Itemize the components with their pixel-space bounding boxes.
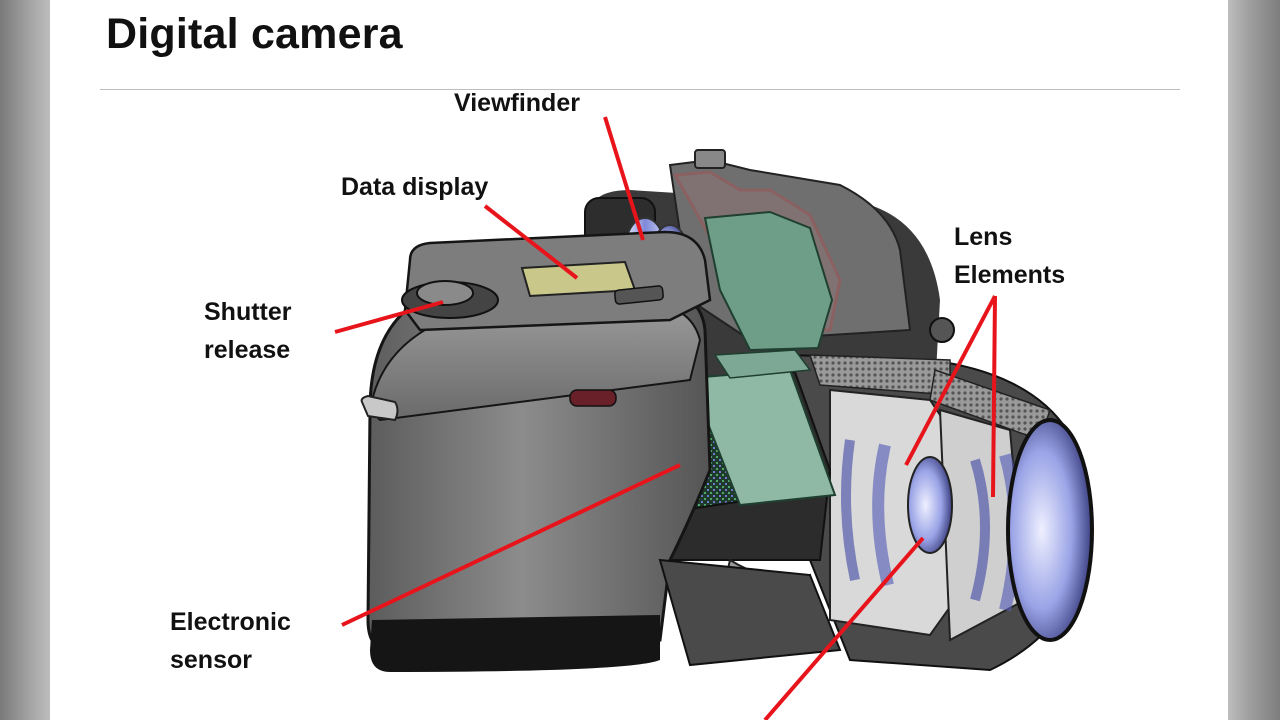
slide: Digital camera <box>50 0 1228 720</box>
label-shutter-release-line1: Shutter <box>204 298 292 326</box>
camera-base <box>370 615 660 672</box>
label-shutter-release: Shutter release <box>204 293 292 369</box>
label-data-display: Data display <box>341 168 488 206</box>
self-timer-lamp <box>569 389 617 407</box>
label-shutter-release-line2: release <box>204 336 291 364</box>
pentaprism <box>703 210 834 352</box>
hot-shoe <box>694 149 726 169</box>
window-frame-right <box>1228 0 1280 720</box>
leader-line-data-display <box>483 204 579 280</box>
lens-element-3 <box>907 456 953 554</box>
leader-line-shutter-release <box>334 300 444 334</box>
window-frame-left <box>0 0 50 720</box>
shutter-button <box>416 280 474 306</box>
label-viewfinder-text: Viewfinder <box>454 89 580 117</box>
label-lens-elements: Lens Elements <box>954 218 1065 294</box>
camera-cutaway-illustration <box>334 116 1094 720</box>
label-lens-elements-line1: Lens <box>954 223 1013 251</box>
lens-element-1 <box>841 439 860 582</box>
title-divider <box>100 89 1180 90</box>
front-lens-element <box>1006 418 1094 642</box>
slide-title: Digital camera <box>106 10 403 58</box>
label-lens-elements-line2: Elements <box>954 261 1066 289</box>
lens-release-button <box>929 317 955 343</box>
lens-element-4 <box>970 458 990 602</box>
lens-element-2 <box>872 443 894 587</box>
leader-line-lens-elements-2 <box>991 295 997 498</box>
label-electronic-sensor-line1: Electronic <box>170 608 291 636</box>
leader-line-viewfinder <box>603 116 645 241</box>
label-electronic-sensor: Electronic sensor <box>170 603 291 679</box>
strap-lug <box>360 394 399 422</box>
leader-line-lens-elements-1 <box>904 295 997 466</box>
label-electronic-sensor-line2: sensor <box>170 646 252 674</box>
label-data-display-text: Data display <box>341 173 489 201</box>
lower-body-front <box>658 558 842 667</box>
label-viewfinder: Viewfinder <box>454 84 580 122</box>
leader-line-lower <box>763 536 925 720</box>
leader-line-electronic-sensor <box>341 463 681 627</box>
focusing-screen <box>713 349 812 379</box>
mode-switch <box>614 285 664 305</box>
